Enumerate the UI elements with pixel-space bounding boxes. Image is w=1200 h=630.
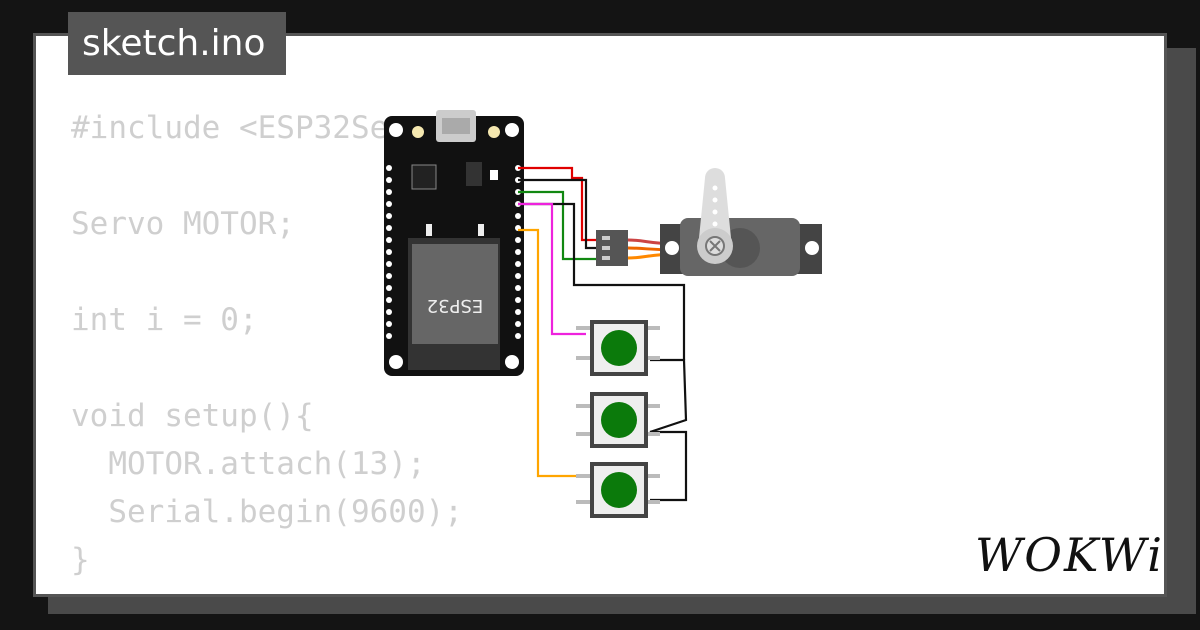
wire-black-servo xyxy=(518,178,598,250)
file-tab[interactable]: sketch.ino xyxy=(68,12,286,75)
wire-orange xyxy=(518,228,586,478)
servo-motor[interactable] xyxy=(660,168,822,276)
chip-label: ESP32 xyxy=(427,295,484,316)
boot-button xyxy=(412,126,424,138)
pushbutton-3[interactable] xyxy=(576,462,660,518)
pushbutton-2[interactable] xyxy=(576,392,660,448)
esp32-chip xyxy=(412,244,498,344)
wire-black-gnd xyxy=(518,202,686,360)
code-line: void setup(){ xyxy=(71,398,314,434)
code-preview: #include <ESP32Se Servo MOTOR; int i = 0… xyxy=(71,104,463,584)
wire-green xyxy=(518,190,598,261)
pushbutton-1[interactable] xyxy=(576,320,660,376)
wire-magenta xyxy=(518,202,586,336)
project-card: #include <ESP32Se Servo MOTOR; int i = 0… xyxy=(33,33,1167,597)
code-line: #include <ESP32Se xyxy=(71,110,389,146)
code-line: } xyxy=(71,542,90,578)
code-line: MOTOR.attach(13); xyxy=(71,446,426,482)
code-line: Serial.begin(9600); xyxy=(71,494,463,530)
en-button xyxy=(488,126,500,138)
wire-red xyxy=(518,166,598,242)
wires xyxy=(518,166,688,502)
wokwi-logo: WOKWi xyxy=(975,528,1164,582)
esp32-board[interactable]: ESP32 xyxy=(384,110,524,376)
code-line: int i = 0; xyxy=(71,302,258,338)
code-line: Servo MOTOR; xyxy=(71,206,295,242)
wire-black-btn1 xyxy=(649,358,688,434)
wire-black-btn2 xyxy=(650,430,688,502)
